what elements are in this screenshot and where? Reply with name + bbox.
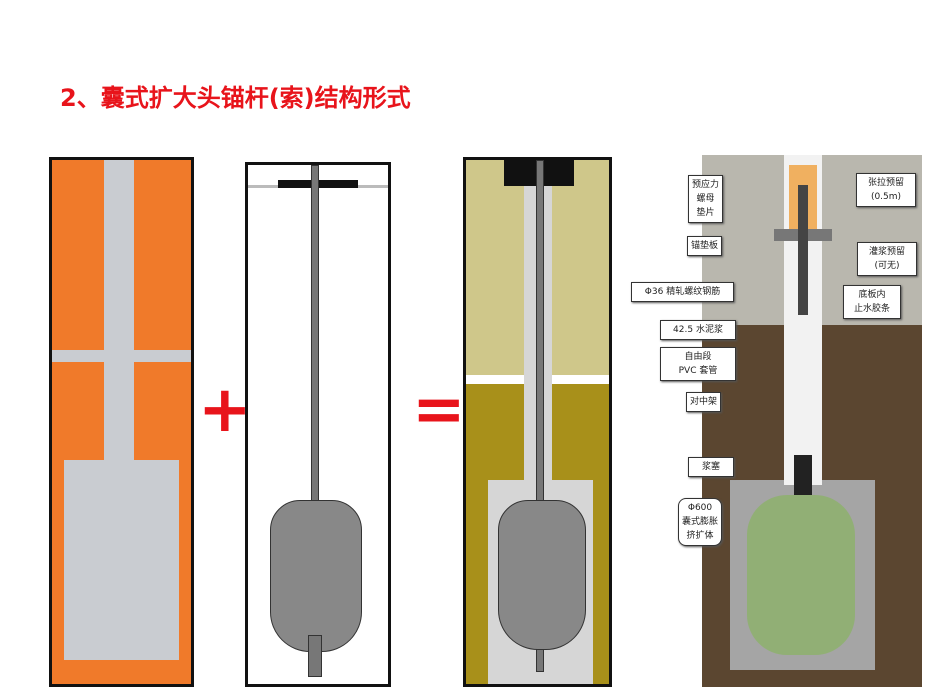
plus-sign: +	[198, 373, 252, 447]
label-grout: 42.5 水泥浆	[660, 320, 736, 340]
label-grouting: 灌浆预留(可无)	[857, 242, 917, 276]
label-waterstop: 底板内止水胶条	[843, 285, 901, 319]
label-nut: 预应力螺母垫片	[688, 175, 724, 223]
installed-anchor-diagram	[463, 157, 612, 687]
label-centralizer: 对中架	[686, 392, 722, 412]
anchor-section-illustration	[702, 155, 922, 687]
anchor-rod-diagram	[245, 162, 391, 687]
borehole-diagram	[49, 157, 194, 687]
page-title: 2、囊式扩大头锚杆(索)结构形式	[60, 84, 411, 112]
label-tension: 张拉预留(0.5m)	[856, 173, 916, 207]
label-anchor-plate: 锚垫板	[687, 236, 723, 256]
label-rebar: Φ36 精轧螺纹钢筋	[631, 282, 734, 302]
label-plug: 浆塞	[688, 457, 734, 477]
equals-sign: =	[412, 373, 466, 447]
